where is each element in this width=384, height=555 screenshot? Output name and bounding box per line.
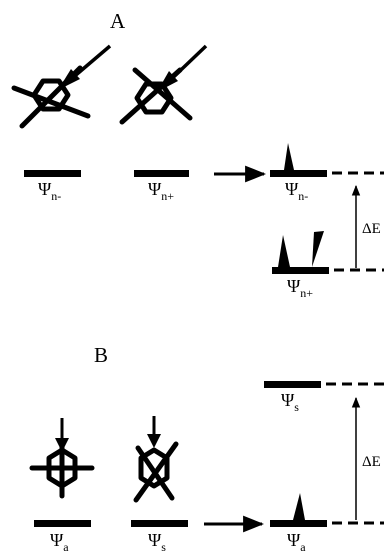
- upper-level-a: [270, 170, 327, 177]
- incoming-arrow-a-right: [157, 44, 208, 92]
- molecule-b-right: [133, 441, 179, 503]
- molecule-a-right: [119, 67, 193, 125]
- energy-gap-a-label: ΔE: [362, 221, 381, 237]
- molecule-b-left: [29, 443, 95, 499]
- upper-level-b: [264, 381, 321, 388]
- orbital-label-b-left: Ψa: [50, 530, 69, 554]
- electron-up-b-lower: [293, 493, 305, 520]
- upper-level-b-label: Ψs: [281, 390, 299, 414]
- lower-level-a-label: Ψn+: [287, 276, 314, 300]
- electron-down-a-lower: [312, 231, 324, 267]
- upper-level-a-label: Ψn-: [285, 179, 309, 203]
- lower-level-a: [272, 267, 329, 274]
- orbital-bar-a-right: [134, 170, 189, 177]
- orbital-bar-b-right: [131, 520, 188, 527]
- energy-gap-b-label: ΔE: [362, 454, 381, 470]
- incoming-arrow-a-left: [58, 44, 112, 90]
- panel-b-label: B: [94, 343, 109, 367]
- orbital-label-a-left: Ψn-: [38, 179, 62, 203]
- electron-up-a-upper: [284, 143, 294, 170]
- orbital-bar-a-left: [24, 170, 81, 177]
- incoming-arrow-b-right: [147, 416, 161, 448]
- orbital-label-b-right: Ψs: [148, 530, 166, 554]
- orbital-label-a-right: Ψn+: [148, 179, 175, 203]
- lower-level-b: [270, 520, 327, 527]
- panel-a-label: A: [110, 9, 126, 33]
- electron-up-a-lower: [278, 235, 290, 267]
- lower-level-b-label: Ψa: [287, 530, 306, 554]
- orbital-bar-b-left: [34, 520, 91, 527]
